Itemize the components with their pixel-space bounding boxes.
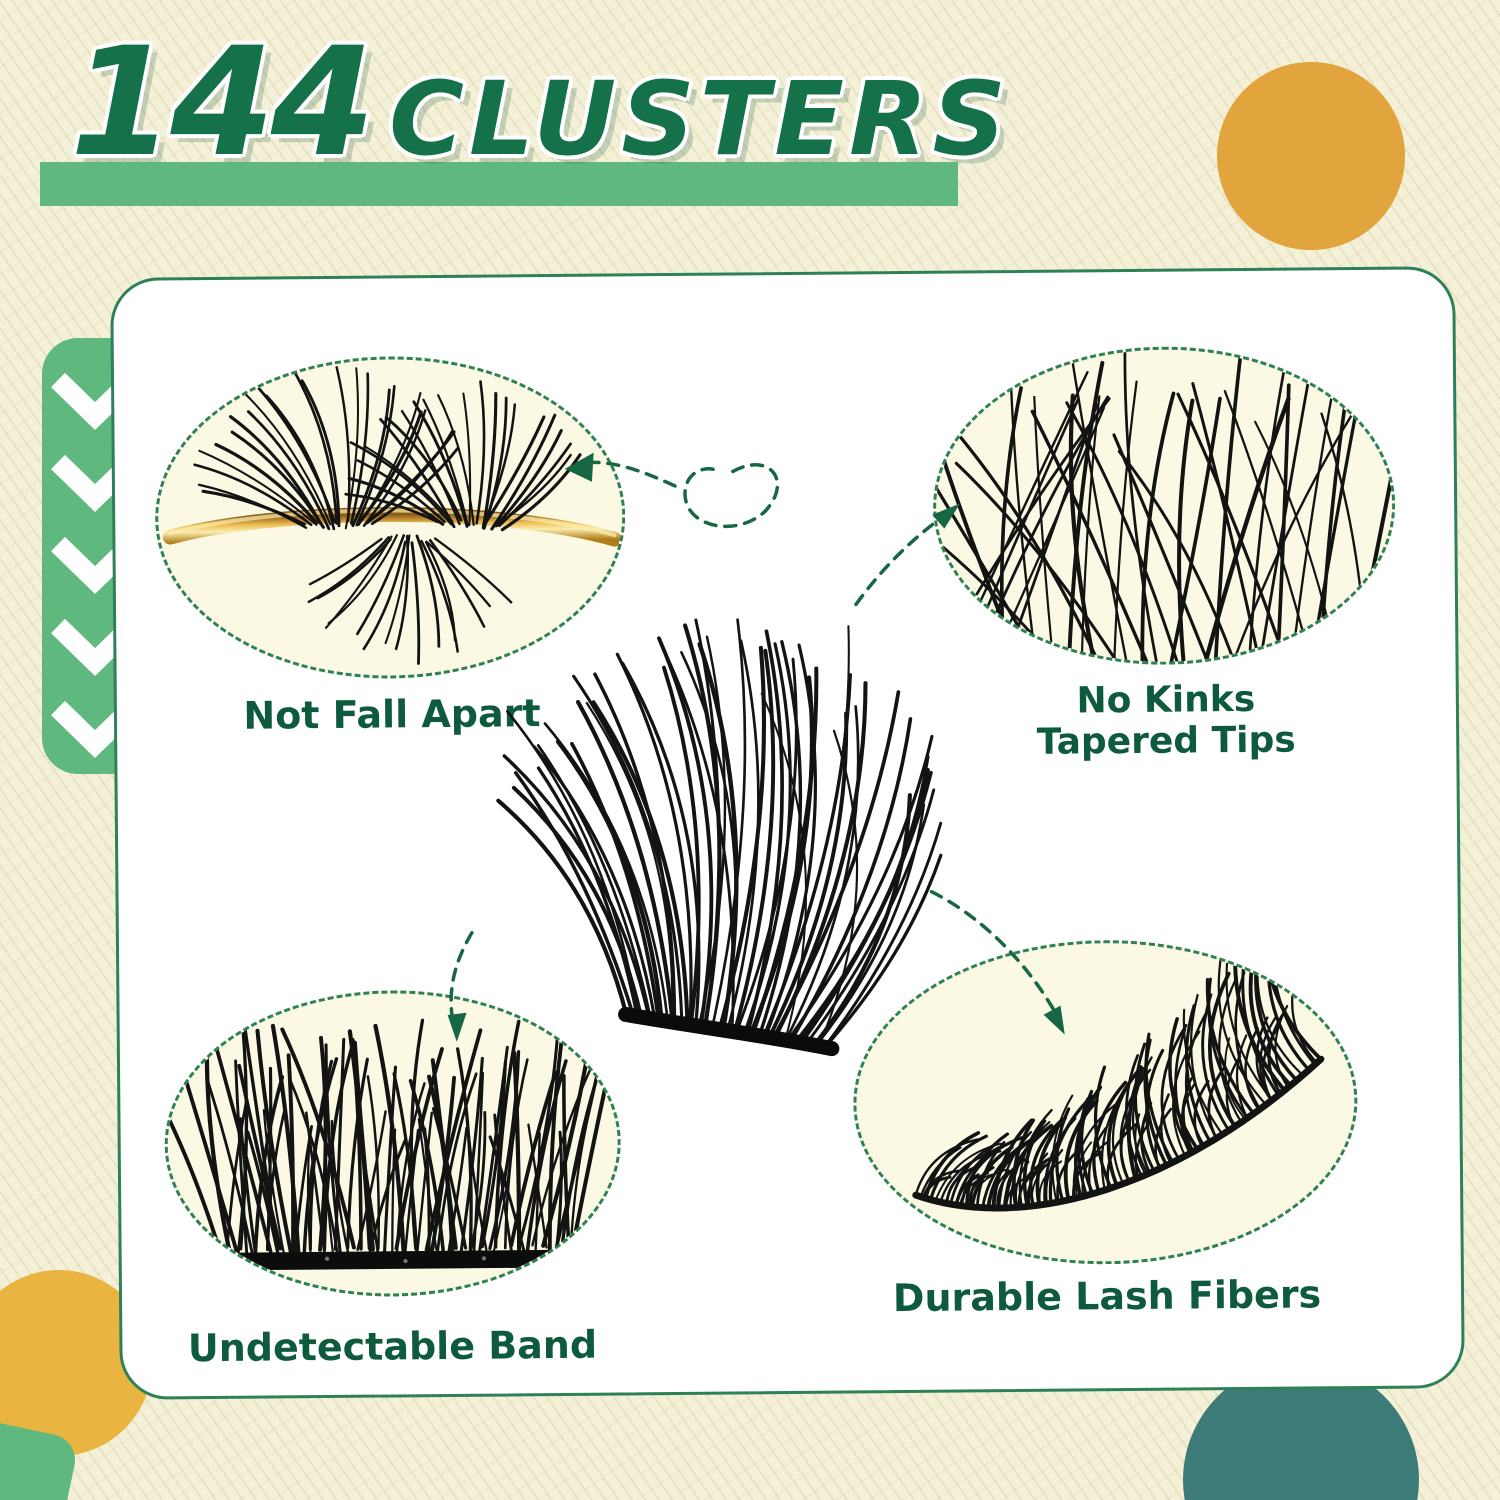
- feature-label-no-kinks-line1: No Kinks: [1076, 678, 1256, 722]
- feature-label-not-fall-apart: Not Fall Apart: [243, 691, 541, 738]
- feature-label-undetectable-band: Undetectable Band: [187, 1322, 598, 1371]
- callout-oval-no-kinks: [931, 344, 1397, 667]
- headline-underline-bar: [40, 162, 958, 206]
- decorative-circle-orange: [1217, 62, 1405, 250]
- headline-word: CLUSTERS: [389, 60, 1011, 179]
- callout-oval-not-fall-apart: [153, 354, 627, 681]
- gold-rod: [162, 507, 622, 547]
- feature-label-durable-fibers: Durable Lash Fibers: [892, 1272, 1322, 1321]
- dashed-loop-doodle: [683, 463, 780, 529]
- callout-oval-undetectable-band: [163, 988, 623, 1299]
- headline-number: 144: [70, 16, 375, 190]
- feature-card: Not Fall Apart No Kinks Tapered Tips Und…: [110, 266, 1465, 1400]
- tapered-lash-fibers-illustration: [934, 347, 1394, 664]
- center-lash-cluster-illustration: [496, 618, 943, 1057]
- headline: 144 CLUSTERS: [40, 16, 1006, 218]
- full-lash-strip-illustration: [912, 941, 1325, 1212]
- callout-oval-durable-fibers: [851, 938, 1359, 1267]
- lash-band-closeup-illustration: [166, 1017, 617, 1271]
- feature-label-no-kinks: No Kinks Tapered Tips: [935, 678, 1398, 765]
- feature-label-no-kinks-line2: Tapered Tips: [1036, 719, 1296, 764]
- lash-clusters-on-gold-rod-illustration: [162, 366, 622, 665]
